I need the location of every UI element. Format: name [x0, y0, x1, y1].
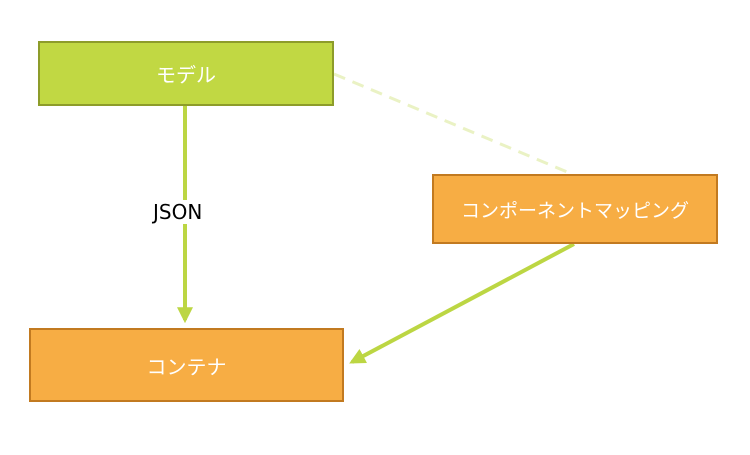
container-node[interactable]: コンテナ [29, 328, 344, 402]
component-mapping-node[interactable]: コンポーネントマッピング [432, 174, 718, 244]
json-edge-label: JSON [150, 200, 206, 224]
model-node-label: モデル [156, 63, 216, 87]
container-node-label: コンテナ [146, 354, 227, 379]
component-mapping-node-label: コンポーネントマッピング [460, 199, 689, 222]
dashed-link-model-to-mapping [333, 72, 573, 176]
arrow-mapping-to-container [349, 242, 575, 364]
model-node[interactable]: モデル [38, 41, 334, 106]
